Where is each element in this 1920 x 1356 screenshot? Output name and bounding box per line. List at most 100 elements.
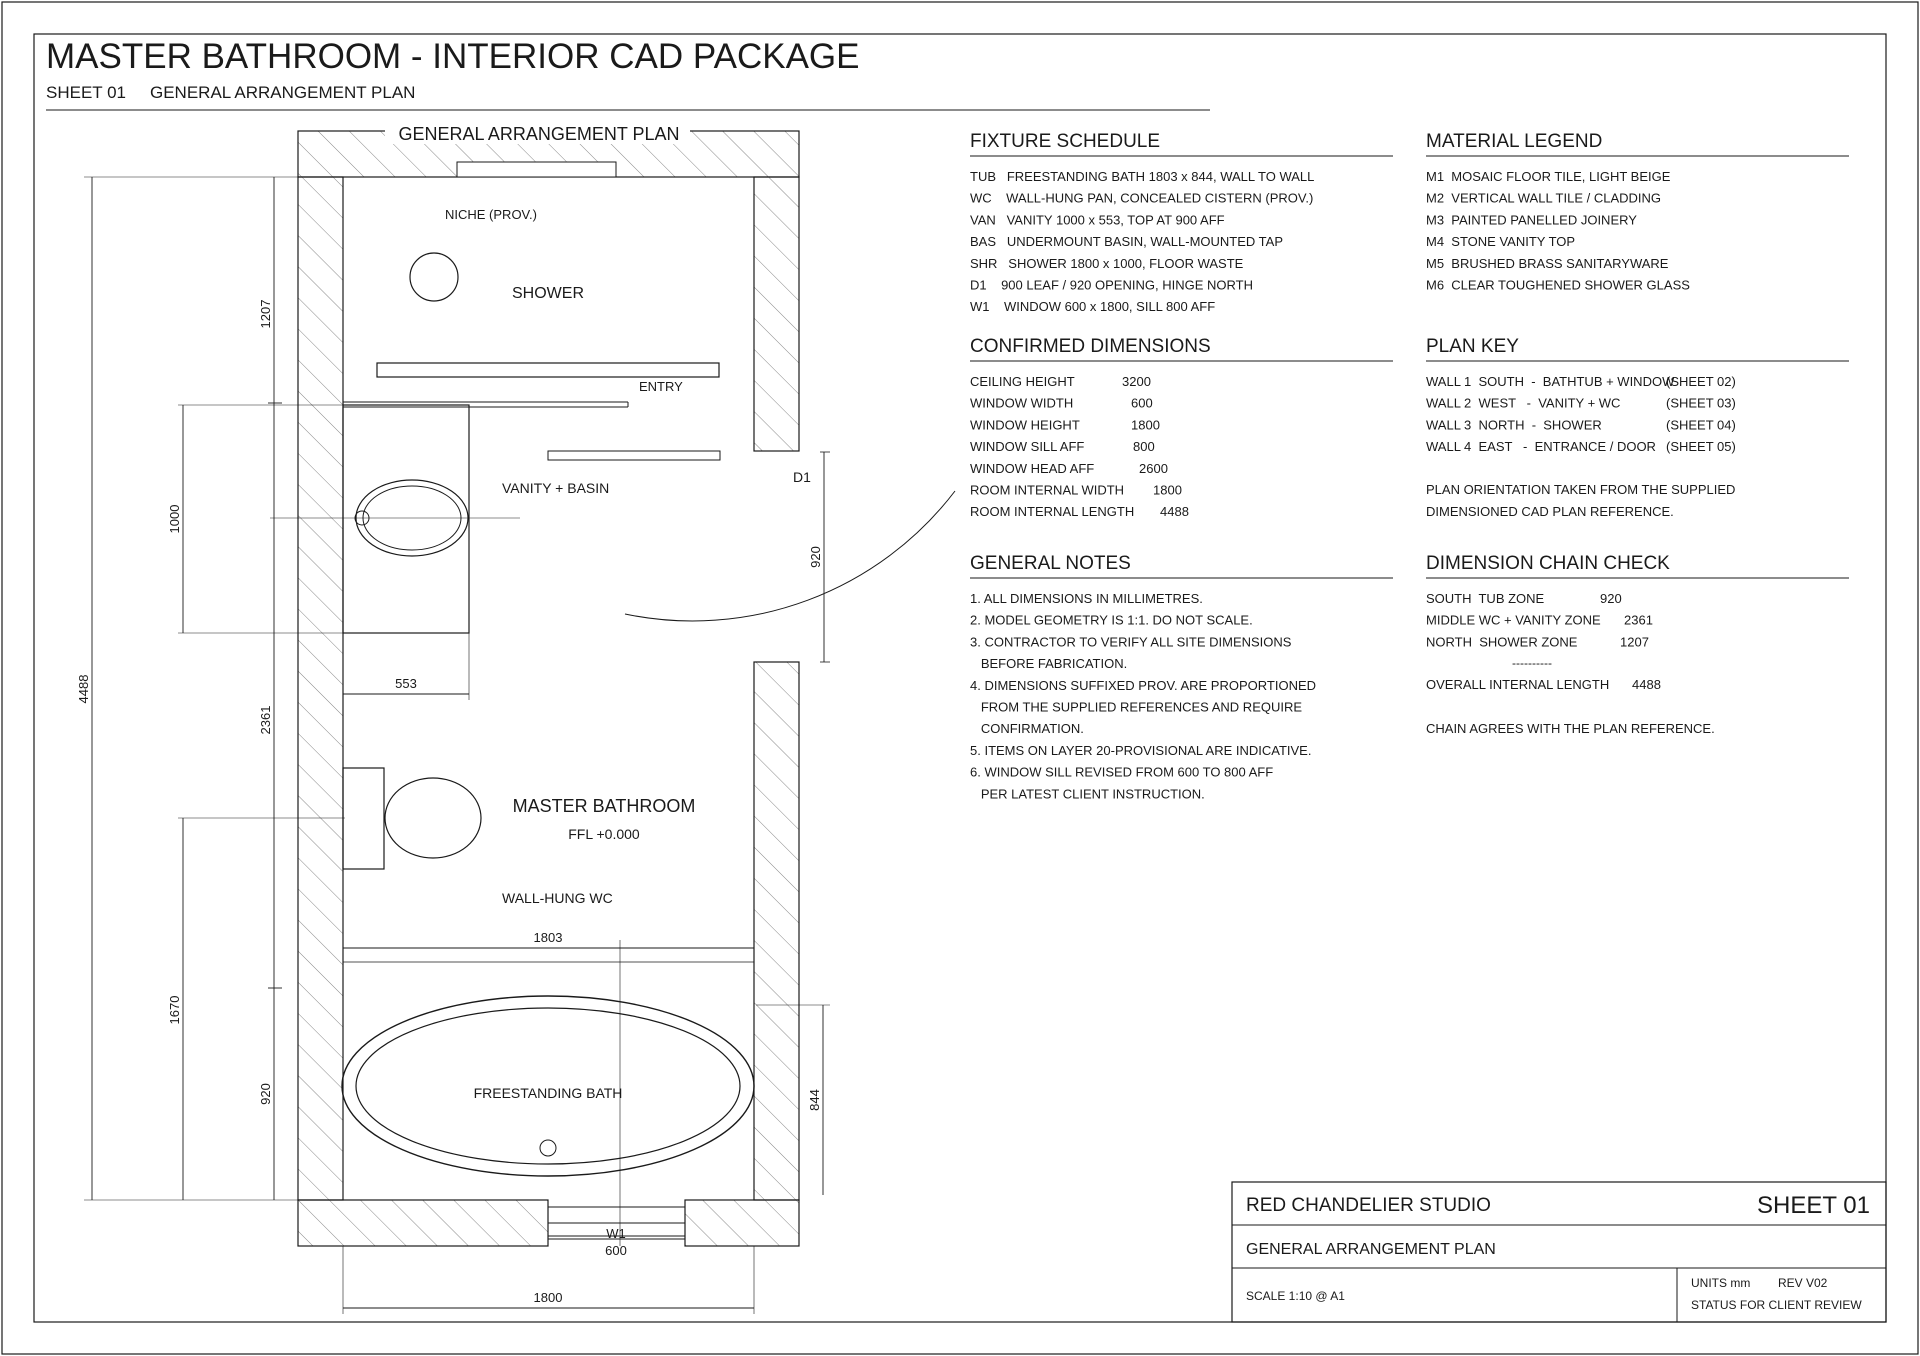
label-room: MASTER BATHROOM bbox=[513, 796, 696, 816]
confirmed-label: CEILING HEIGHT bbox=[970, 374, 1075, 389]
note-row: 5. ITEMS ON LAYER 20-PROVISIONAL ARE IND… bbox=[970, 743, 1311, 758]
confirmed-value: 3200 bbox=[1122, 374, 1151, 389]
fixture-schedule: FIXTURE SCHEDULE TUB FREESTANDING BATH 1… bbox=[970, 131, 1393, 314]
fixture-row: BAS UNDERMOUNT BASIN, WALL-MOUNTED TAP bbox=[970, 234, 1283, 249]
chain-conclusion: CHAIN AGREES WITH THE PLAN REFERENCE. bbox=[1426, 721, 1715, 736]
note-row: CONFIRMATION. bbox=[970, 721, 1084, 736]
drawing-name: GENERAL ARRANGEMENT PLAN bbox=[1246, 1241, 1496, 1258]
plankey-note: PLAN ORIENTATION TAKEN FROM THE SUPPLIED bbox=[1426, 482, 1735, 497]
fixture-row: D1 900 LEAF / 920 OPENING, HINGE NORTH bbox=[970, 278, 1253, 293]
confirmed-value: 600 bbox=[1131, 396, 1153, 411]
note-row: 3. CONTRACTOR TO VERIFY ALL SITE DIMENSI… bbox=[970, 634, 1292, 649]
dim-vanity: 1000 bbox=[167, 404, 345, 634]
section-title: DIMENSION CHAIN CHECK bbox=[1426, 553, 1670, 574]
east-wall-upper bbox=[753, 176, 800, 452]
chain-value: 920 bbox=[1600, 591, 1622, 606]
confirmed-value: 4488 bbox=[1160, 504, 1189, 519]
confirmed-label: WINDOW SILL AFF bbox=[970, 439, 1084, 454]
confirmed-label: WINDOW WIDTH bbox=[970, 396, 1073, 411]
confirmed-label: WINDOW HEIGHT bbox=[970, 417, 1080, 432]
vanity bbox=[342, 404, 470, 634]
plankey-wall: WALL 3 NORTH - SHOWER bbox=[1426, 417, 1602, 432]
svg-text:4488: 4488 bbox=[76, 675, 91, 704]
title-block: RED CHANDELIER STUDIO SHEET 01 GENERAL A… bbox=[1231, 1181, 1887, 1323]
label-niche: NICHE (PROV.) bbox=[445, 207, 537, 222]
scale: SCALE 1:10 @ A1 bbox=[1246, 1289, 1345, 1303]
svg-text:1000: 1000 bbox=[167, 505, 182, 534]
confirmed-dimensions: CONFIRMED DIMENSIONS CEILING HEIGHTWINDO… bbox=[970, 336, 1393, 519]
svg-text:1207: 1207 bbox=[258, 300, 273, 329]
entry-threshold bbox=[547, 450, 721, 461]
section-title: MATERIAL LEGEND bbox=[1426, 131, 1602, 152]
dim-room-width: 1800 bbox=[342, 1246, 755, 1314]
svg-text:1800: 1800 bbox=[534, 1290, 563, 1305]
bath-outer bbox=[341, 995, 755, 1177]
status: STATUS FOR CLIENT REVIEW bbox=[1691, 1298, 1862, 1312]
confirmed-label: ROOM INTERNAL LENGTH bbox=[970, 504, 1134, 519]
svg-text:844: 844 bbox=[807, 1089, 822, 1111]
plan-title-mask bbox=[385, 120, 690, 144]
material-row: M2 VERTICAL WALL TILE / CLADDING bbox=[1426, 191, 1661, 206]
revision: REV V02 bbox=[1778, 1276, 1828, 1290]
label-door: D1 bbox=[793, 469, 811, 485]
fixture-row: TUB FREESTANDING BATH 1803 x 844, WALL T… bbox=[970, 169, 1314, 184]
dim-bath-width: 844 bbox=[807, 1005, 824, 1195]
plan-title: GENERAL ARRANGEMENT PLAN bbox=[398, 124, 679, 144]
label-entry: ENTRY bbox=[639, 379, 683, 394]
plankey-ref: (SHEET 05) bbox=[1666, 439, 1736, 454]
label-wc: WALL-HUNG WC bbox=[502, 890, 613, 906]
titleblock-sheet: SHEET 01 bbox=[1757, 1192, 1870, 1219]
note-row: 2. MODEL GEOMETRY IS 1:1. DO NOT SCALE. bbox=[970, 613, 1253, 628]
shower-head bbox=[409, 252, 459, 302]
svg-text:1670: 1670 bbox=[167, 996, 182, 1025]
plankey-wall: WALL 2 WEST - VANITY + WC bbox=[1426, 396, 1620, 411]
label-window-width: 600 bbox=[605, 1243, 627, 1258]
confirmed-label: ROOM INTERNAL WIDTH bbox=[970, 483, 1124, 498]
material-row: M1 MOSAIC FLOOR TILE, LIGHT BEIGE bbox=[1426, 169, 1671, 184]
floor-plan: GENERAL ARRANGEMENT PLAN bbox=[76, 120, 956, 1314]
sheet-name: GENERAL ARRANGEMENT PLAN bbox=[150, 83, 415, 102]
label-bath: FREESTANDING BATH bbox=[474, 1085, 623, 1101]
chain-label: NORTH SHOWER ZONE bbox=[1426, 634, 1578, 649]
chain-total-label: OVERALL INTERNAL LENGTH bbox=[1426, 677, 1609, 692]
material-row: M5 BRUSHED BRASS SANITARYWARE bbox=[1426, 256, 1669, 271]
section-title: GENERAL NOTES bbox=[970, 553, 1131, 574]
label-window: W1 bbox=[606, 1226, 626, 1241]
confirmed-value: 1800 bbox=[1153, 483, 1182, 498]
door-swing bbox=[624, 490, 956, 622]
material-row: M6 CLEAR TOUGHENED SHOWER GLASS bbox=[1426, 278, 1690, 293]
label-ffl: FFL +0.000 bbox=[568, 826, 640, 842]
niche bbox=[456, 161, 617, 178]
note-row: 4. DIMENSIONS SUFFIXED PROV. ARE PROPORT… bbox=[970, 678, 1316, 693]
chain-label: SOUTH TUB ZONE bbox=[1426, 591, 1545, 606]
label-shower: SHOWER bbox=[512, 285, 584, 302]
plankey-ref: (SHEET 04) bbox=[1666, 417, 1736, 432]
fixture-row: WC WALL-HUNG PAN, CONCEALED CISTERN (PRO… bbox=[970, 191, 1313, 206]
confirmed-label: WINDOW HEAD AFF bbox=[970, 461, 1094, 476]
note-row: 1. ALL DIMENSIONS IN MILLIMETRES. bbox=[970, 591, 1203, 606]
west-wall bbox=[297, 176, 344, 1201]
confirmed-value: 800 bbox=[1133, 439, 1155, 454]
chain-value: 2361 bbox=[1624, 613, 1653, 628]
section-title: PLAN KEY bbox=[1426, 336, 1519, 357]
plankey-note: DIMENSIONED CAD PLAN REFERENCE. bbox=[1426, 504, 1674, 519]
svg-text:553: 553 bbox=[395, 676, 417, 691]
bath-waste bbox=[539, 1139, 557, 1157]
plankey-ref: (SHEET 02) bbox=[1666, 374, 1736, 389]
east-wall-lower bbox=[753, 661, 800, 1201]
svg-text:920: 920 bbox=[808, 546, 823, 568]
plankey-wall: WALL 4 EAST - ENTRANCE / DOOR bbox=[1426, 439, 1656, 454]
dim-bath-length: 1803 bbox=[343, 930, 754, 949]
chain-total-value: 4488 bbox=[1632, 677, 1661, 692]
units: UNITS mm bbox=[1691, 1276, 1750, 1290]
fixture-row: VAN VANITY 1000 x 553, TOP AT 900 AFF bbox=[970, 212, 1225, 227]
section-title: FIXTURE SCHEDULE bbox=[970, 131, 1160, 152]
dim-wc: 1670 bbox=[167, 817, 345, 1200]
page-title: MASTER BATHROOM - INTERIOR CAD PACKAGE bbox=[46, 37, 860, 76]
dimension-chain-check: DIMENSION CHAIN CHECK SOUTH TUB ZONEMIDD… bbox=[1426, 553, 1849, 736]
wc-pan bbox=[384, 777, 482, 859]
wc-cistern bbox=[342, 767, 385, 870]
sheet-number: SHEET 01 bbox=[46, 83, 126, 102]
